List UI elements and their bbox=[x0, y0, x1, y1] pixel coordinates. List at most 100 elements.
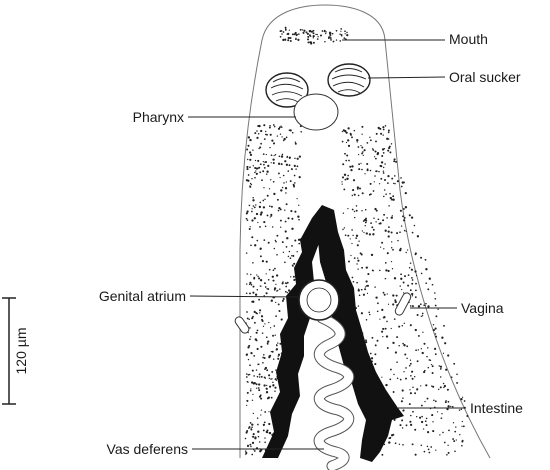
stipple-dot bbox=[387, 138, 390, 140]
stipple-dot bbox=[255, 369, 258, 371]
stipple-dot bbox=[260, 315, 264, 318]
stipple-dot bbox=[250, 244, 252, 247]
stipple-dot bbox=[390, 216, 393, 219]
stipple-dot bbox=[307, 35, 310, 38]
stipple-dot bbox=[246, 283, 248, 285]
stipple-dot bbox=[257, 132, 260, 135]
stipple-dot bbox=[370, 222, 372, 224]
stipple-dot bbox=[292, 275, 295, 278]
stipple-dot bbox=[375, 296, 378, 299]
stipple-dot bbox=[251, 236, 254, 239]
stipple-dot bbox=[427, 448, 430, 451]
stipple-dot bbox=[411, 295, 414, 297]
stipple-dot bbox=[428, 277, 431, 280]
stipple-dot bbox=[275, 301, 277, 304]
stipple-dot bbox=[260, 142, 262, 145]
stipple-dot bbox=[261, 260, 264, 263]
stipple-dot bbox=[382, 126, 385, 129]
stipple-dot bbox=[289, 257, 292, 260]
stipple-dot bbox=[256, 417, 259, 419]
stipple-dot bbox=[323, 30, 326, 33]
stipple-dot bbox=[294, 33, 296, 35]
stipple-dot bbox=[426, 355, 428, 358]
stipple-dot bbox=[390, 231, 393, 234]
stipple-dot bbox=[272, 124, 275, 126]
stipple-dot bbox=[290, 276, 292, 278]
stipple-dot bbox=[262, 170, 265, 173]
stipple-dot bbox=[306, 32, 309, 35]
stipple-dot bbox=[264, 160, 268, 164]
stipple-dot bbox=[263, 221, 266, 224]
stipple-dot bbox=[393, 418, 396, 421]
stipple-dot bbox=[272, 279, 275, 282]
stipple-dot bbox=[416, 235, 420, 238]
stipple-dot bbox=[427, 366, 430, 369]
stipple-dot bbox=[257, 363, 260, 366]
stipple-dot bbox=[384, 327, 387, 330]
stipple-dot bbox=[281, 153, 284, 156]
stipple-dot bbox=[427, 305, 430, 308]
stipple-dot bbox=[332, 40, 335, 43]
stipple-dot bbox=[259, 171, 262, 174]
stipple-dot bbox=[312, 41, 315, 44]
stipple-dot bbox=[403, 344, 406, 347]
stipple-dot bbox=[274, 154, 277, 156]
stipple-dot bbox=[263, 376, 266, 379]
stipple-dot bbox=[461, 439, 464, 442]
stipple-dot bbox=[400, 185, 403, 188]
stipple-dot bbox=[411, 279, 414, 281]
stipple-dot bbox=[357, 259, 360, 262]
stipple-dot bbox=[260, 375, 263, 378]
stipple-dot bbox=[278, 309, 281, 313]
stipple-dot bbox=[321, 30, 324, 32]
stipple-dot bbox=[421, 312, 424, 315]
stipple-dot bbox=[277, 353, 281, 356]
stipple-dot bbox=[268, 188, 271, 190]
stipple-dot bbox=[450, 405, 452, 408]
stipple-dot bbox=[411, 231, 414, 234]
stipple-dot bbox=[369, 352, 372, 355]
stipple-dot bbox=[266, 369, 269, 372]
stipple-dot bbox=[352, 234, 354, 237]
stipple-dot bbox=[277, 303, 280, 306]
stipple-dot bbox=[273, 125, 276, 128]
stipple-dot bbox=[388, 147, 391, 150]
stipple-dot bbox=[245, 217, 248, 220]
stipple-dot bbox=[275, 315, 277, 317]
stipple-dot bbox=[250, 183, 253, 186]
stipple-dot bbox=[392, 248, 394, 251]
stipple-dot bbox=[386, 137, 389, 140]
stipple-dot bbox=[441, 413, 443, 415]
stipple-dot bbox=[392, 294, 395, 297]
stipple-dot bbox=[345, 159, 348, 162]
stipple-dot bbox=[344, 178, 347, 181]
stipple-dot bbox=[381, 155, 384, 157]
stipple-dot bbox=[255, 204, 257, 206]
stipple-dot bbox=[431, 385, 433, 387]
stipple-dot bbox=[312, 32, 315, 35]
stipple-dot bbox=[388, 226, 390, 228]
stipple-dot bbox=[264, 133, 267, 136]
stipple-dot bbox=[361, 133, 363, 135]
stipple-dot bbox=[259, 146, 262, 149]
stipple-dot bbox=[351, 229, 353, 231]
stipple-dot bbox=[382, 172, 385, 174]
stipple-dot bbox=[401, 419, 404, 422]
stipple-dot bbox=[420, 256, 423, 259]
stipple-dot bbox=[256, 239, 259, 242]
stipple-dot bbox=[324, 41, 326, 43]
stipple-dot bbox=[351, 242, 353, 245]
stipple-dot bbox=[245, 453, 247, 456]
stipple-dot bbox=[262, 429, 265, 432]
stipple-dot bbox=[439, 386, 442, 389]
stipple-dot bbox=[293, 174, 296, 177]
stipple-dot bbox=[271, 139, 274, 142]
stipple-dot bbox=[425, 384, 428, 387]
stipple-dot bbox=[294, 31, 297, 35]
stipple-dot bbox=[296, 251, 298, 253]
stipple-dot bbox=[286, 156, 288, 159]
stipple-dot bbox=[259, 163, 262, 166]
stipple-dot bbox=[357, 146, 360, 148]
stipple-dot bbox=[454, 450, 456, 453]
stipple-dot bbox=[420, 385, 422, 387]
